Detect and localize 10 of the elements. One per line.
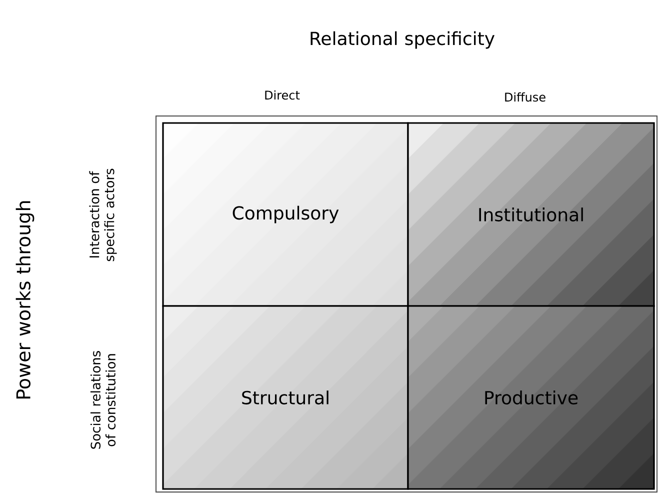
column-header: Diffuse — [505, 92, 546, 102]
axis-title: Power works through — [16, 201, 34, 398]
column-header: Direct — [265, 90, 300, 100]
row-header: Interaction of specific actors — [89, 168, 117, 262]
axis-title: Relational specificity — [310, 31, 494, 49]
row-header: Social relations of constitution — [90, 351, 116, 449]
quadrant-box: Compulsory — [162, 122, 409, 307]
quadrant-box: Productive — [407, 305, 655, 490]
quadrant-box: Structural — [162, 305, 409, 490]
quadrant-box: Institutional — [407, 122, 655, 307]
